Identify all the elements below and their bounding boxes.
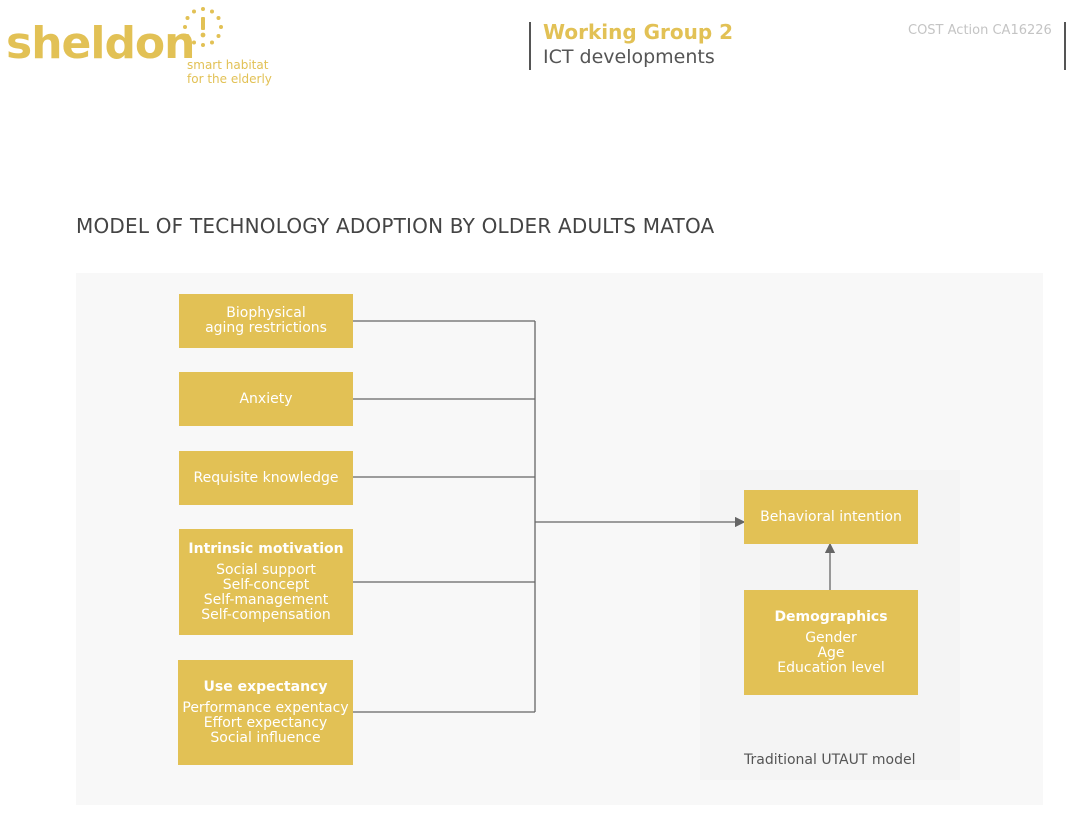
demographics-item: Age	[817, 644, 845, 661]
intrinsic-motivation-box: Intrinsic motivation Social support Self…	[179, 529, 353, 635]
use-item: Social influence	[210, 729, 321, 746]
cost-action-label: COST Action CA16226	[908, 23, 1052, 38]
behavioral-label: Behavioral intention	[760, 508, 902, 525]
demographics-item: Gender	[805, 629, 857, 646]
header-divider-right	[1064, 22, 1066, 70]
anxiety-label: Anxiety	[239, 390, 293, 407]
demographics-item: Education level	[777, 659, 885, 676]
use-item: Effort expectancy	[203, 714, 328, 731]
intrinsic-item: Self-concept	[222, 576, 310, 593]
logo-tagline-line-2: for the elderly	[187, 72, 272, 86]
behavioral-intention-box: Behavioral intention	[744, 490, 918, 544]
biophysical-box: Biophysical aging restrictions	[179, 294, 353, 348]
working-group-title: Working Group 2	[543, 20, 734, 44]
working-group-subtitle: ICT developments	[543, 46, 715, 68]
logo-wordmark: sheldon	[6, 18, 195, 69]
demographics-heading: Demographics	[774, 608, 888, 625]
utaut-caption: Traditional UTAUT model	[744, 752, 916, 768]
use-item: Performance expentacy	[182, 699, 349, 716]
use-expectancy-box: Use expectancy Performance expentacy Eff…	[178, 660, 353, 765]
logo-tagline: smart habitat for the elderly	[187, 58, 272, 86]
sun-logo-icon	[183, 7, 223, 47]
biophysical-line-2: aging restrictions	[205, 320, 327, 336]
logo-tagline-line-1: smart habitat	[187, 58, 269, 72]
biophysical-line-1: Biophysical	[226, 305, 306, 321]
use-heading: Use expectancy	[203, 678, 328, 695]
intrinsic-item: Social support	[216, 561, 316, 578]
anxiety-box: Anxiety	[179, 372, 353, 426]
header-divider	[529, 22, 531, 70]
demographics-box: Demographics Gender Age Education level	[744, 590, 918, 695]
knowledge-label: Requisite knowledge	[193, 469, 339, 486]
intrinsic-heading: Intrinsic motivation	[188, 540, 344, 557]
slide-title: MODEL OF TECHNOLOGY ADOPTION BY OLDER AD…	[76, 214, 715, 238]
intrinsic-item: Self-compensation	[201, 606, 331, 623]
knowledge-box: Requisite knowledge	[179, 451, 353, 505]
intrinsic-item: Self-management	[203, 591, 329, 608]
